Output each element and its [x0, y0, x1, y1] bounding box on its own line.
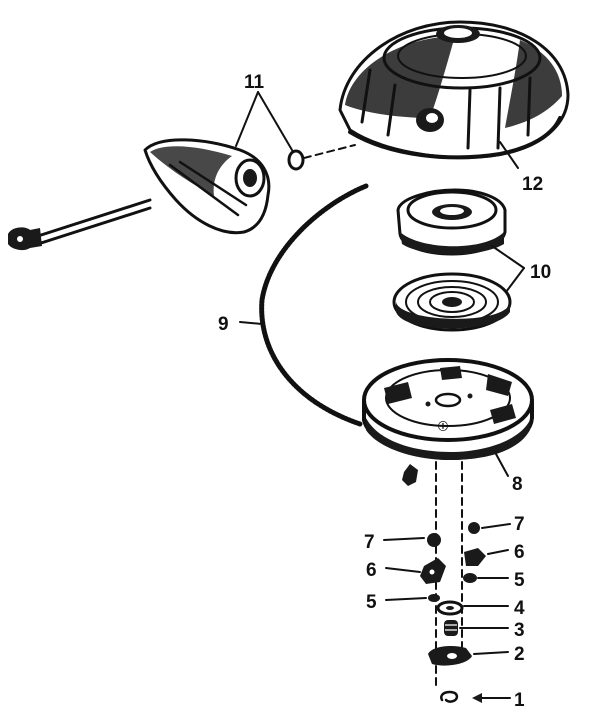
- callout-11: 11: [244, 72, 265, 93]
- callout-12: 12: [522, 174, 543, 195]
- callout-5-left: 5: [366, 592, 377, 613]
- callout-4: 4: [514, 598, 525, 619]
- part-10-spring-cup: [396, 188, 507, 256]
- callout-2: 2: [514, 644, 525, 665]
- part-5-left-link: [428, 594, 440, 602]
- part-11-washer: [287, 149, 305, 171]
- pulley-nut: [402, 464, 418, 486]
- callout-labels: 11 12 10 9 8 7 7 6 6 5 5 4 3 2 1: [218, 72, 551, 711]
- part-8-rewind-pulley: Ⓘ: [362, 358, 534, 460]
- callout-7-left: 7: [364, 532, 375, 553]
- callout-9: 9: [218, 314, 229, 335]
- part-7-right-pawl-spring: [468, 522, 480, 534]
- part-6-right-pawl: [464, 548, 486, 566]
- callout-6-left: 6: [366, 560, 377, 581]
- assembly-dash-line-washer: [303, 144, 356, 159]
- part-2-retainer: [428, 646, 472, 666]
- callout-8: 8: [512, 474, 523, 495]
- pulley-stamp-mark: Ⓘ: [438, 420, 448, 433]
- part-7-left-pawl-spring: [427, 533, 441, 547]
- part-11-starter-handle: [143, 138, 271, 235]
- callout-7-right: 7: [514, 514, 525, 535]
- part-12-starter-housing: [338, 20, 570, 160]
- part-4-washer: [436, 600, 464, 616]
- part-1-clip: [440, 690, 459, 703]
- part-5-right-link: [463, 573, 477, 583]
- callout-6-right: 6: [514, 542, 525, 563]
- handle-insert-pin: [8, 198, 152, 251]
- callout-3: 3: [514, 620, 525, 641]
- part-6-left-pawl: [420, 558, 446, 584]
- callout-10: 10: [530, 262, 551, 283]
- callout-1: 1: [514, 690, 525, 711]
- part-3-spring: [444, 620, 458, 636]
- part-9-starter-rope: [259, 183, 369, 427]
- callout-5-right: 5: [514, 570, 525, 591]
- leader-lines: [235, 91, 525, 703]
- part-10-recoil-spring: [392, 272, 512, 332]
